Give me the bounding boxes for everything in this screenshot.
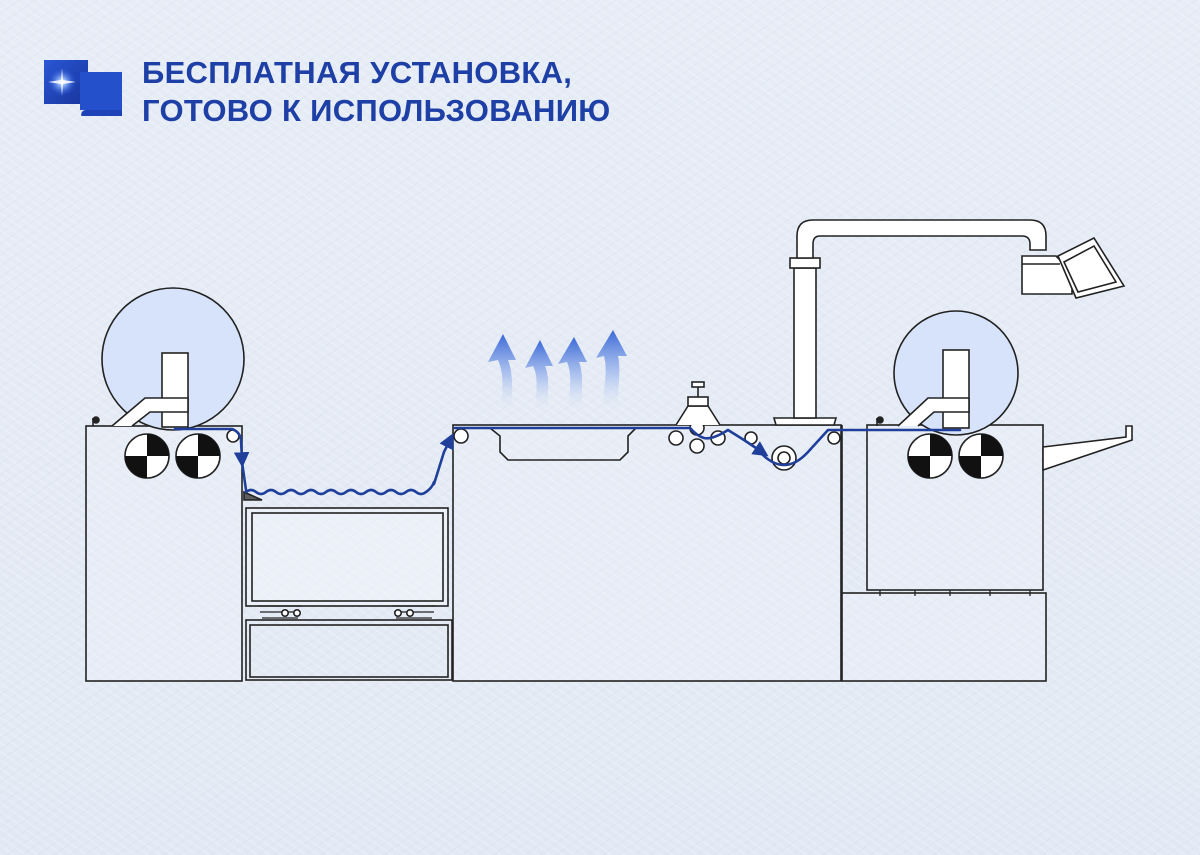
title-line-1: БЕСПЛАТНАЯ УСТАНОВКА, (142, 55, 573, 90)
upward-arrow-icon (525, 340, 553, 412)
upward-arrow-icon (488, 334, 516, 412)
exhaust-arrows (488, 330, 627, 412)
header: БЕСПЛАТНАЯ УСТАНОВКА, ГОТОВО К ИСПОЛЬЗОВ… (40, 52, 611, 130)
registration-mark-icon (907, 433, 953, 479)
title-line-2: ГОТОВО К ИСПОЛЬЗОВАНИЮ (142, 93, 611, 128)
coating-tray-module (243, 490, 453, 681)
registration-mark-icon (175, 433, 221, 479)
registration-mark-icon (958, 433, 1004, 479)
upward-arrow-icon (596, 330, 627, 412)
web-path (173, 426, 962, 496)
rewind-module (841, 310, 1133, 682)
registration-mark-icon (124, 433, 170, 479)
blue-roll-logo-icon (40, 52, 128, 118)
unwind-module (85, 287, 245, 682)
inspection-lamp-icon (772, 219, 1126, 426)
upward-arrow-icon (558, 337, 587, 412)
page-title: БЕСПЛАТНАЯ УСТАНОВКА, ГОТОВО К ИСПОЛЬЗОВ… (142, 54, 611, 130)
